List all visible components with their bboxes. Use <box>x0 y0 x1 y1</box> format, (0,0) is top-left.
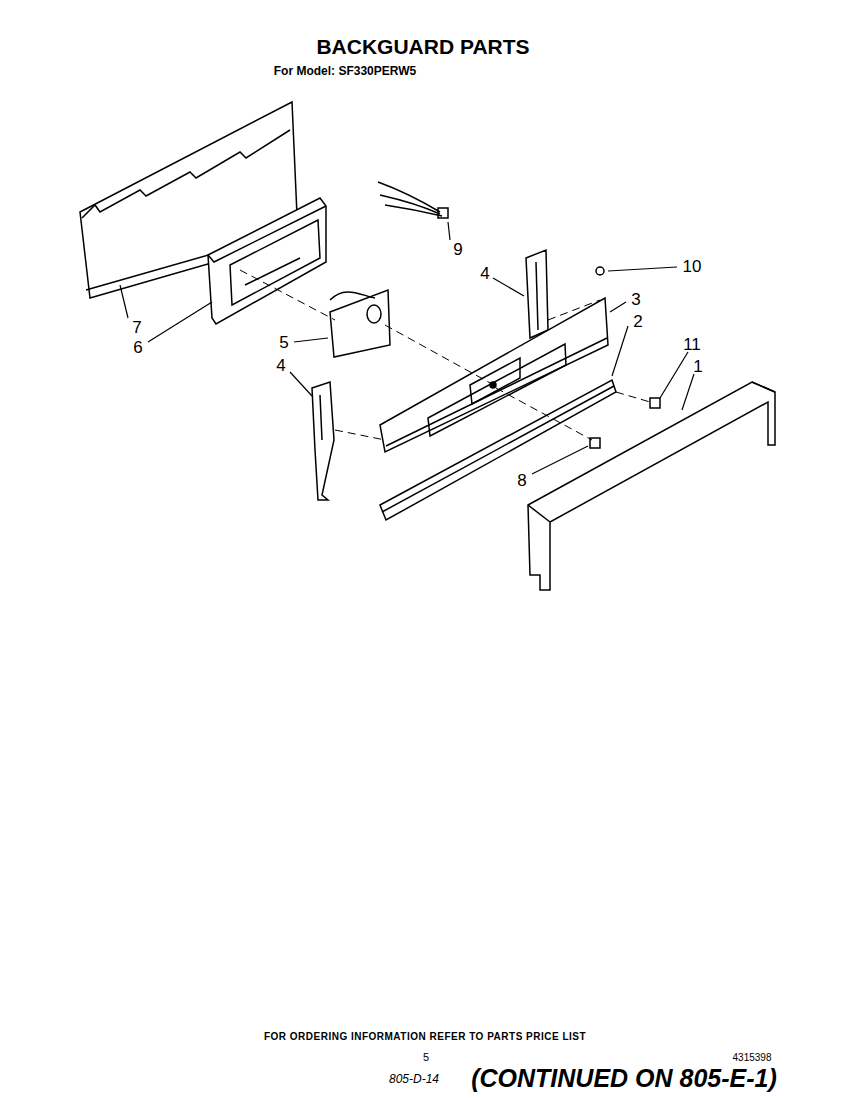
page-number: 5 <box>423 1051 429 1063</box>
callout-number: 10 <box>683 258 702 277</box>
callout-number: 5 <box>279 334 288 353</box>
callout-number: 6 <box>133 339 142 358</box>
continued-note: (CONTINUED ON 805-E-1) <box>471 1065 777 1093</box>
model-number: For Model: SF330PERW5 <box>274 65 416 78</box>
page-reference: 805-D-14 <box>389 1073 439 1086</box>
callout-number: 4 <box>480 265 489 284</box>
callout-number: 9 <box>453 241 462 260</box>
callout-number: 7 <box>132 319 141 338</box>
callout-number: 1 <box>693 358 702 377</box>
callout-number: 8 <box>517 472 526 491</box>
diagram-title: BACKGUARD PARTS <box>316 35 529 58</box>
callout-number: 3 <box>631 291 640 310</box>
callout-number: 11 <box>683 336 701 355</box>
callout-number: 4 <box>276 357 285 376</box>
ordering-note: FOR ORDERING INFORMATION REFER TO PARTS … <box>264 1031 586 1042</box>
callout-number: 2 <box>633 313 642 332</box>
document-number: 4315398 <box>733 1052 772 1063</box>
